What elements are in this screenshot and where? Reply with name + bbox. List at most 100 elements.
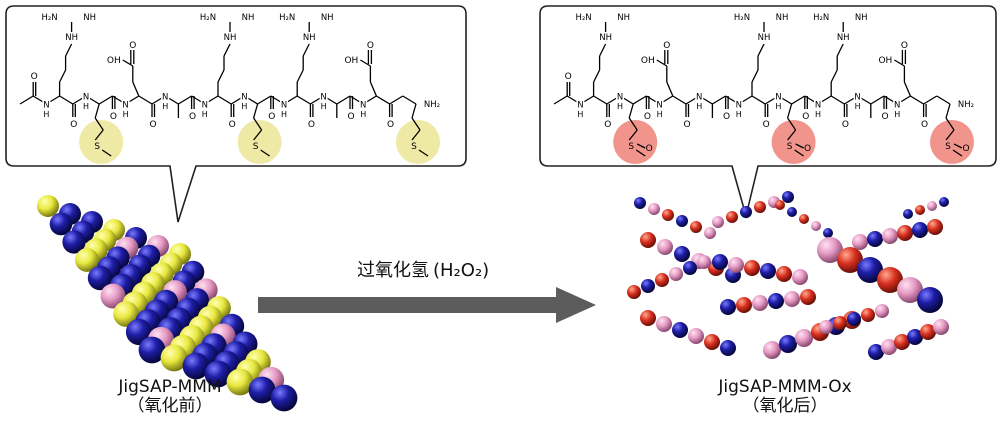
label-bg [161, 91, 170, 101]
sphere [917, 287, 943, 313]
amide-hydrogen: H [657, 110, 663, 119]
sphere [817, 237, 843, 263]
amide-nitrogen: N [360, 101, 366, 111]
methionine-highlight [771, 120, 816, 164]
amine-group: H₂N [200, 13, 216, 23]
bond [94, 129, 104, 141]
sphere [787, 207, 797, 217]
bond [666, 81, 674, 97]
sphere [882, 228, 898, 244]
sphere [182, 352, 210, 380]
sphere [779, 335, 797, 353]
reaction-condition-label: 过氧化氢(H₂O₂) [357, 256, 489, 282]
sphere [138, 336, 166, 364]
bond [787, 129, 797, 141]
dispersed-peptide-chains [627, 191, 949, 360]
bond [903, 81, 911, 97]
sphere [897, 225, 913, 241]
bond [411, 129, 421, 141]
imine-group: NH [599, 33, 612, 43]
amide-nitrogen: N [202, 101, 208, 111]
bond [336, 95, 351, 105]
acid-oxygen: O [367, 41, 374, 51]
bond [418, 149, 429, 157]
sphere [634, 197, 646, 209]
acid-oxygen: O [901, 41, 908, 51]
bond [894, 59, 905, 67]
sphere [37, 195, 59, 217]
sulfur-atom: S [411, 142, 417, 152]
peptide-chain [634, 197, 716, 239]
bond [757, 43, 765, 57]
amide-nitrogen: N [320, 93, 326, 103]
sphere [852, 234, 868, 250]
acid-oxygen: O [663, 41, 670, 51]
methionine-highlight [237, 120, 282, 164]
amide-hydrogen: H [202, 110, 208, 119]
bond [936, 95, 951, 105]
methionine-highlight [930, 120, 974, 164]
sphere [744, 260, 760, 276]
bond [656, 59, 668, 67]
bond [672, 95, 687, 105]
imine-group: NH [776, 13, 789, 23]
sphere [920, 324, 936, 340]
amide-hydrogen: H [775, 102, 781, 111]
amide-hydrogen: H [894, 110, 900, 119]
sphere [726, 211, 738, 223]
sulfoxide-oxygen: O [962, 144, 969, 154]
sphere [270, 384, 298, 412]
amide-hydrogen: H [855, 102, 861, 111]
bond [94, 103, 100, 119]
right-caption: JigSAP-MMM-Ox （氧化后） [660, 378, 910, 416]
sulfur-atom: S [94, 142, 100, 152]
bond [98, 95, 113, 105]
carbonyl-oxygen: O [149, 120, 156, 130]
amine-group: H₂N [813, 13, 829, 23]
sphere [248, 376, 276, 404]
sphere [704, 227, 716, 239]
sphere [712, 254, 728, 270]
bond [360, 59, 371, 67]
carbonyl-oxygen: O [683, 120, 690, 130]
amide-hydrogen: H [736, 110, 742, 119]
sphere [740, 206, 752, 218]
bond [94, 117, 104, 131]
amide-nitrogen: N [736, 101, 742, 111]
sphere [704, 334, 720, 350]
sphere [712, 216, 724, 228]
bond [870, 95, 885, 105]
peptide-chain [640, 310, 736, 356]
bond [751, 69, 759, 83]
imine-group: NH [758, 33, 771, 43]
sphere [656, 316, 672, 332]
sphere [676, 215, 688, 227]
bond [376, 95, 390, 105]
amide-nitrogen: N [815, 101, 821, 111]
bond [830, 69, 838, 83]
acid-hydroxyl: OH [107, 56, 121, 66]
sphere [875, 304, 889, 318]
amide-hydrogen: H [123, 110, 129, 119]
acid-hydroxyl: OH [344, 56, 358, 66]
amide-hydrogen: H [321, 102, 327, 111]
sphere [881, 339, 897, 355]
amide-hydrogen: H [577, 110, 583, 119]
label-bg [616, 91, 624, 101]
sphere [823, 228, 833, 238]
bond [945, 117, 955, 131]
sphere [775, 200, 785, 210]
bond [910, 95, 924, 105]
label-bg [240, 91, 249, 101]
right-material-name: JigSAP-MMM-Ox [718, 377, 852, 397]
label-bg [655, 99, 664, 109]
bond [628, 117, 638, 131]
sphere [669, 267, 683, 281]
sphere [868, 344, 884, 360]
bond [101, 149, 112, 157]
carbonyl-oxygen: O [387, 120, 394, 130]
sphere [811, 221, 821, 231]
bond [19, 95, 34, 105]
carbonyl-oxygen: O [347, 112, 354, 122]
peptide-chain [819, 304, 889, 334]
